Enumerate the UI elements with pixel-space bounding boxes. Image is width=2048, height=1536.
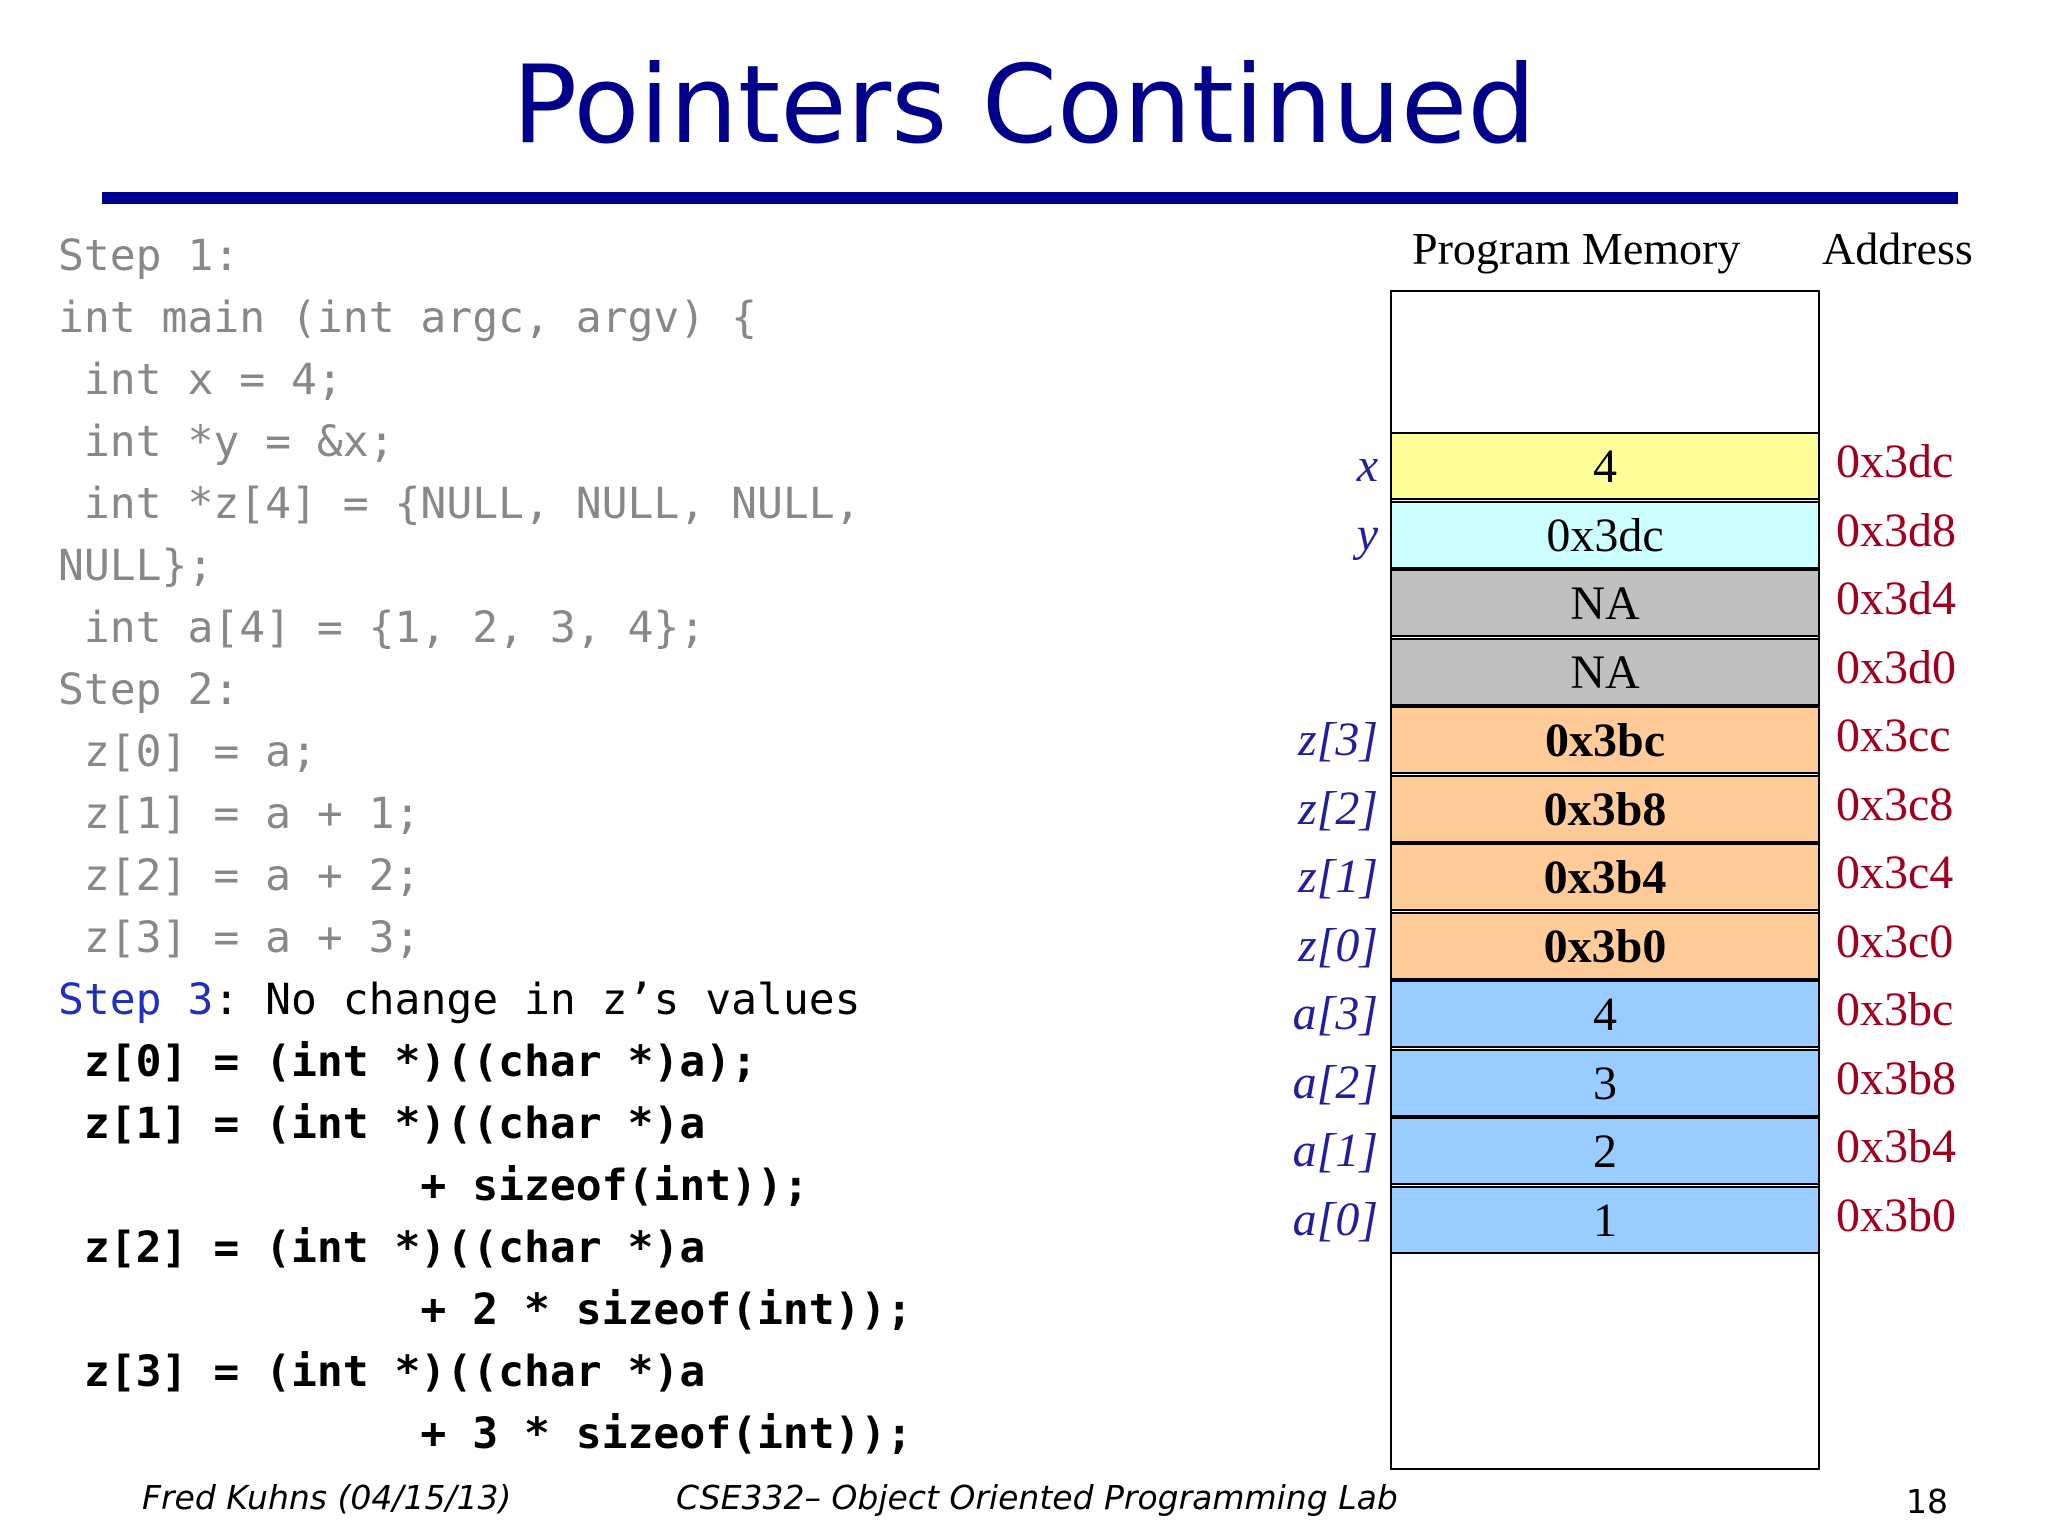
memory-cell: 0x3b0 <box>1392 911 1818 980</box>
code-line: int x = 4; <box>58 355 343 405</box>
code-line: + 3 * sizeof(int)); <box>58 1409 913 1459</box>
memory-cell: 0x3b4 <box>1392 843 1818 911</box>
code-line: z[1] = (int *)((char *)a <box>58 1099 706 1149</box>
memory-cell: NA <box>1392 569 1818 637</box>
memory-variable-label: a[1] <box>1292 1124 1378 1177</box>
code-line: NULL}; <box>58 541 214 591</box>
code-line: z[3] = (int *)((char *)a <box>58 1347 706 1397</box>
code-line: int *y = &x; <box>58 417 395 467</box>
code-line: + 2 * sizeof(int)); <box>58 1285 913 1335</box>
address-header: Address <box>1822 223 1973 274</box>
memory-variable-label: z[3] <box>1297 713 1378 766</box>
memory-variable-label: x <box>1356 439 1378 492</box>
title-rule <box>102 192 1958 204</box>
memory-variable-label: y <box>1356 507 1378 561</box>
footer-author: Fred Kuhns (04/15/13) <box>142 1478 512 1517</box>
code-line: z[2] = a + 2; <box>58 851 421 901</box>
memory-variable-label: z[2] <box>1297 781 1378 835</box>
memory-address: 0x3bc <box>1836 983 1954 1036</box>
memory-address: 0x3d8 <box>1836 503 1956 557</box>
memory-address: 0x3d0 <box>1836 640 1956 694</box>
code-line: z[0] = a; <box>58 727 317 777</box>
memory-cell: 4 <box>1392 432 1818 500</box>
memory-address: 0x3c8 <box>1836 777 1954 831</box>
memory-address: 0x3cc <box>1836 709 1951 762</box>
memory-address: 0x3c4 <box>1836 846 1954 899</box>
memory-address: 0x3d4 <box>1836 572 1956 625</box>
memory-address: 0x3b0 <box>1836 1188 1956 1242</box>
memory-cell: 3 <box>1392 1048 1818 1117</box>
code-line: int *z[4] = {NULL, NULL, NULL, <box>58 479 861 529</box>
program-memory-header: Program Memory <box>1412 223 1741 274</box>
code-line: z[3] = a + 3; <box>58 913 421 963</box>
memory-cell: 0x3b8 <box>1392 774 1818 843</box>
memory-variable-label: a[3] <box>1292 987 1378 1040</box>
memory-address: 0x3b8 <box>1836 1051 1956 1105</box>
memory-cell: 4 <box>1392 980 1818 1048</box>
memory-variable-label: z[1] <box>1297 850 1378 903</box>
code-line: z[1] = a + 1; <box>58 789 421 839</box>
memory-cell: NA <box>1392 637 1818 706</box>
code-line: Step 3: No change in z’s values <box>58 969 861 1031</box>
memory-cell: 0x3dc <box>1392 500 1818 569</box>
code-line: z[2] = (int *)((char *)a <box>58 1223 706 1273</box>
memory-variable-label: a[0] <box>1292 1192 1378 1246</box>
memory-address: 0x3dc <box>1836 435 1954 488</box>
memory-address: 0x3c0 <box>1836 914 1954 968</box>
memory-variable-label: a[2] <box>1292 1055 1378 1109</box>
code-line: int main (int argc, argv) { <box>58 293 757 343</box>
memory-address: 0x3b4 <box>1836 1120 1956 1173</box>
memory-cell: 2 <box>1392 1117 1818 1185</box>
slide-title: Pointers Continued <box>512 43 1536 168</box>
code-line: + sizeof(int)); <box>58 1161 809 1211</box>
code-line: z[0] = (int *)((char *)a); <box>58 1037 757 1087</box>
footer-course: CSE332– Object Oriented Programming Lab <box>676 1478 1398 1517</box>
memory-cell: 1 <box>1392 1185 1818 1254</box>
memory-variable-label: z[0] <box>1297 918 1378 972</box>
step3-text: : No change in z’s values <box>213 975 861 1025</box>
code-line: Step 2: <box>58 665 240 715</box>
code-line: int a[4] = {1, 2, 3, 4}; <box>58 603 706 653</box>
code-line: Step 1: <box>58 231 240 281</box>
step3-label: Step 3 <box>58 975 214 1025</box>
page-number: 18 <box>1906 1482 1948 1521</box>
memory-cell: 0x3bc <box>1392 706 1818 774</box>
